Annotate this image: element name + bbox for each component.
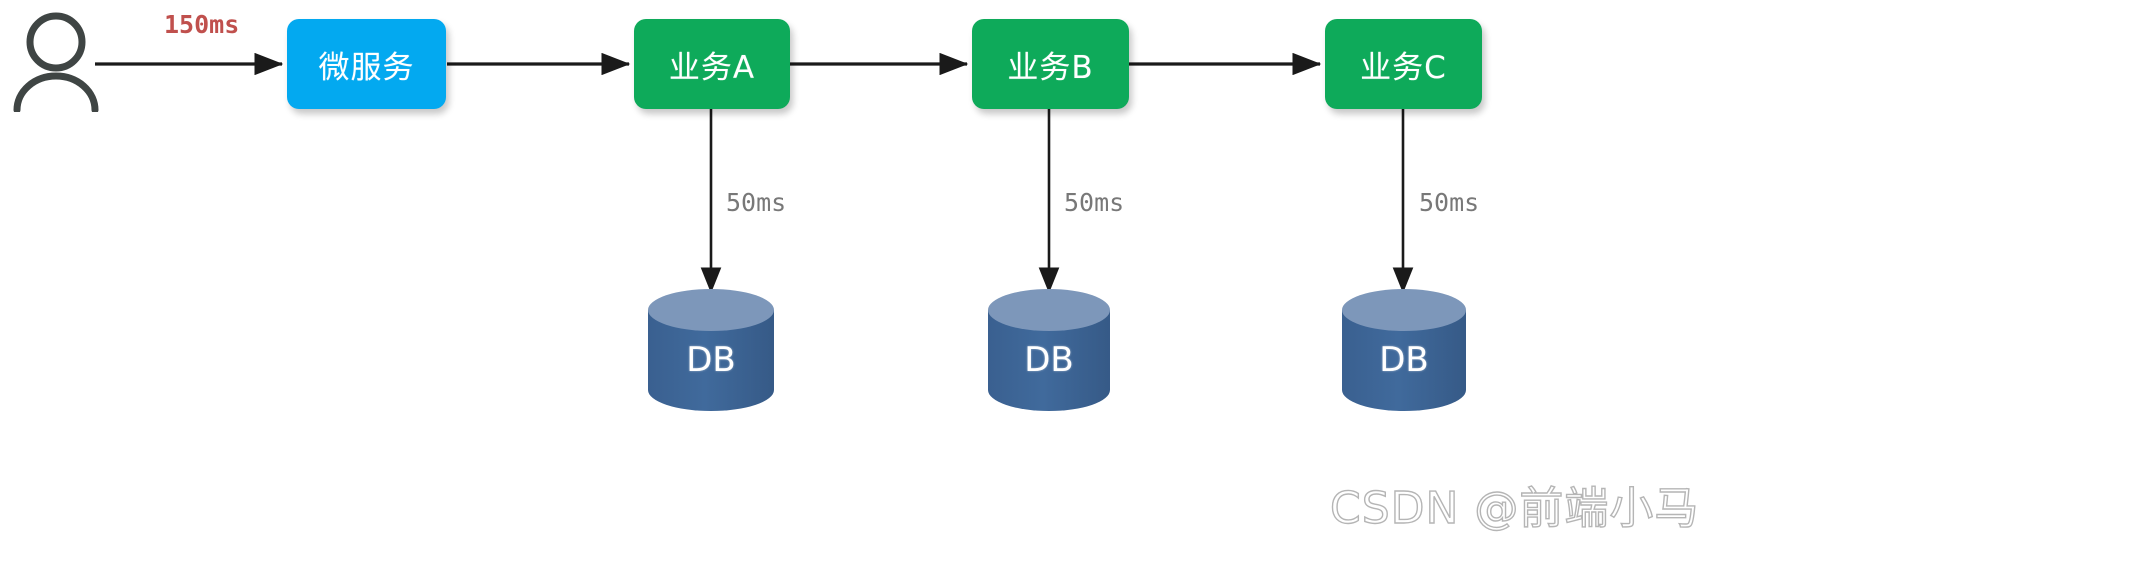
node-gateway-label: 微服务 (318, 49, 415, 86)
node-db-b[interactable]: DB (986, 288, 1112, 411)
latency-label-service-c-db: 50ms (1419, 188, 1480, 217)
node-service-b[interactable]: 业务B (972, 19, 1129, 109)
latency-label-service-a-db: 50ms (726, 188, 787, 217)
person-icon (13, 12, 99, 112)
node-db-a[interactable]: DB (646, 288, 776, 411)
latency-label-service-b-db: 50ms (1064, 188, 1125, 217)
database-cylinder-icon (648, 289, 774, 411)
node-db-c[interactable]: DB (1340, 288, 1468, 411)
user-actor[interactable] (8, 8, 104, 112)
database-cylinder-icon (1342, 289, 1466, 411)
node-service-a[interactable]: 业务A (634, 19, 790, 109)
node-service-a-label: 业务A (668, 49, 756, 86)
node-service-b-label: 业务B (1007, 49, 1094, 86)
database-cylinder-icon (988, 289, 1110, 411)
node-gateway[interactable]: 微服务 (287, 19, 446, 109)
csdn-watermark: CSDN @前端小马 (1329, 482, 1700, 534)
latency-label-user-gateway: 150ms (164, 10, 240, 39)
node-service-c-label: 业务C (1360, 49, 1447, 86)
node-service-c[interactable]: 业务C (1325, 19, 1482, 109)
